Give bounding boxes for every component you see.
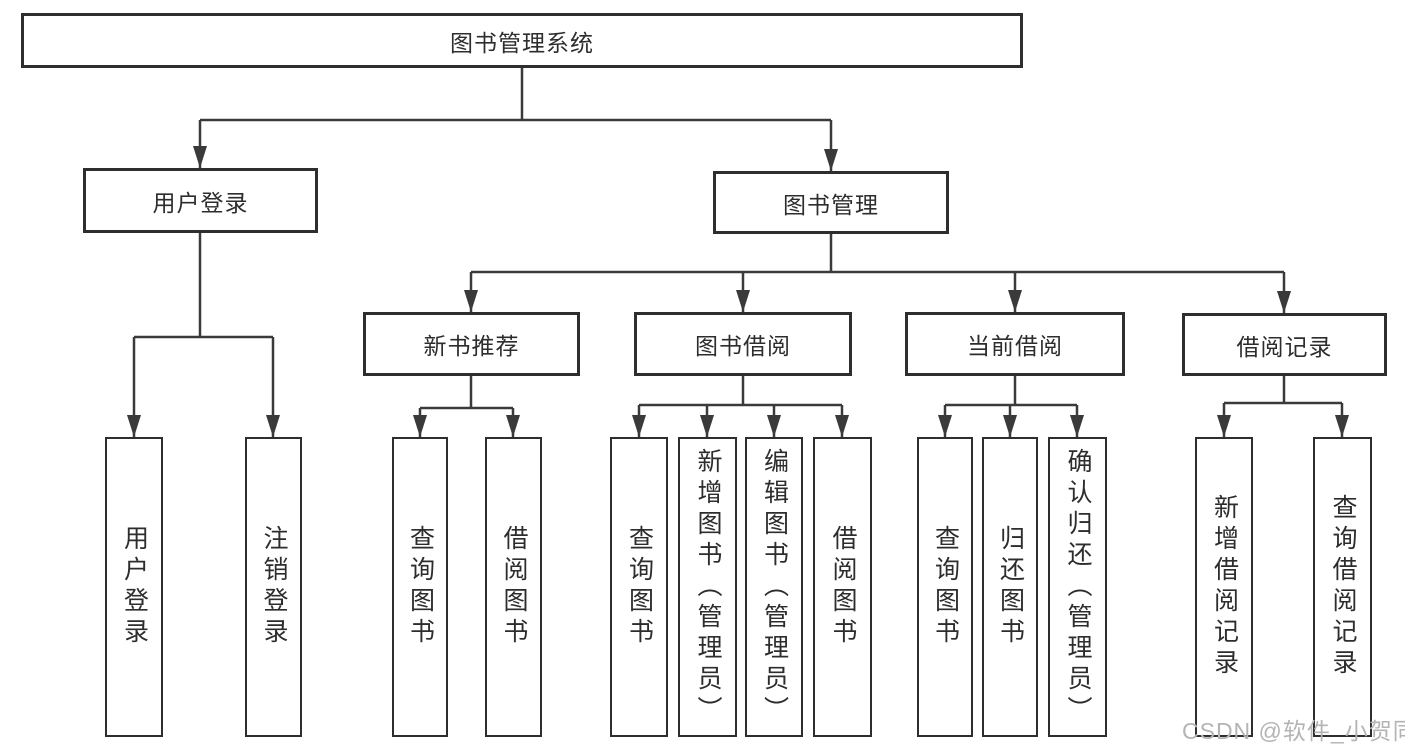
node-leaf-bb-borrow-books-label: 借阅图书 [829, 525, 857, 649]
node-new-book-rec-label: 新书推荐 [423, 333, 520, 359]
node-leaf-cb-query-books: 查询图书 [917, 437, 973, 737]
node-root-label: 图书管理系统 [450, 29, 594, 56]
connector-root-children [198, 68, 833, 171]
node-leaf-cb-confirm-return-admin-label: 确认归还（管理员） [1064, 447, 1092, 727]
node-leaf-br-query-record-label: 查询借阅记录 [1329, 494, 1357, 680]
watermark: CSDN @软件_小贺同学 [1182, 718, 1405, 744]
arrow-down-icon [464, 290, 478, 312]
arrow-down-icon [835, 415, 849, 437]
node-leaf-bb-query-books: 查询图书 [610, 437, 668, 737]
arrow-down-icon [413, 415, 427, 437]
node-leaf-br-add-record: 新增借阅记录 [1195, 437, 1253, 737]
connector-book-mgmt-children [469, 234, 1286, 313]
node-leaf-user-login: 用户登录 [105, 437, 163, 737]
node-user-login: 用户登录 [83, 168, 318, 233]
node-borrow-records-label: 借阅记录 [1236, 333, 1333, 360]
connector-new-book-rec-children [418, 376, 515, 437]
node-book-borrow-label: 图书借阅 [695, 333, 791, 359]
arrow-down-icon [1003, 415, 1017, 437]
node-new-book-rec: 新书推荐 [363, 312, 580, 376]
node-leaf-bb-edit-books-admin-label: 编辑图书（管理员） [760, 447, 789, 727]
node-current-borrow: 当前借阅 [905, 312, 1125, 376]
node-book-mgmt-label: 图书管理 [783, 191, 879, 218]
connector-borrow-records-children [1222, 376, 1344, 437]
arrow-down-icon [700, 415, 714, 437]
arrow-down-icon [1217, 415, 1231, 437]
arrowheads [127, 146, 1349, 437]
node-borrow-records: 借阅记录 [1182, 313, 1387, 376]
arrow-down-icon [736, 290, 750, 312]
node-book-mgmt: 图书管理 [713, 171, 949, 234]
node-leaf-bb-borrow-books: 借阅图书 [813, 437, 872, 737]
node-leaf-cb-return-books-label: 归还图书 [996, 525, 1025, 649]
arrow-down-icon [193, 146, 207, 168]
node-root: 图书管理系统 [21, 13, 1023, 68]
node-leaf-nb-query-books-label: 查询图书 [406, 525, 435, 649]
arrow-down-icon [266, 415, 280, 437]
arrow-down-icon [938, 415, 952, 437]
arrow-down-icon [1335, 415, 1349, 437]
node-leaf-nb-query-books: 查询图书 [392, 437, 448, 737]
node-leaf-bb-add-books-admin-label: 新增图书（管理员） [694, 447, 722, 727]
node-leaf-cb-return-books: 归还图书 [982, 437, 1038, 737]
node-leaf-nb-borrow-books: 借阅图书 [485, 437, 542, 737]
node-leaf-bb-add-books-admin: 新增图书（管理员） [678, 437, 737, 737]
node-leaf-logout-label: 注销登录 [260, 525, 288, 649]
arrow-down-icon [824, 149, 838, 171]
arrow-down-icon [632, 415, 646, 437]
node-user-login-label: 用户登录 [152, 189, 249, 216]
node-leaf-cb-confirm-return-admin: 确认归还（管理员） [1048, 437, 1107, 737]
arrow-down-icon [1277, 291, 1291, 313]
connector-user-login-children [132, 233, 275, 437]
node-book-borrow: 图书借阅 [634, 312, 852, 376]
node-leaf-br-add-record-label: 新增借阅记录 [1210, 494, 1239, 680]
node-current-borrow-label: 当前借阅 [967, 333, 1063, 359]
arrow-down-icon [767, 415, 781, 437]
node-leaf-br-query-record: 查询借阅记录 [1313, 437, 1372, 737]
connector-book-borrow-children [637, 376, 844, 437]
node-leaf-logout: 注销登录 [245, 437, 302, 737]
node-leaf-user-login-label: 用户登录 [120, 525, 149, 649]
arrow-down-icon [127, 415, 141, 437]
node-leaf-cb-query-books-label: 查询图书 [931, 525, 960, 649]
node-leaf-nb-borrow-books-label: 借阅图书 [500, 525, 528, 649]
node-leaf-bb-edit-books-admin: 编辑图书（管理员） [745, 437, 803, 737]
node-leaf-bb-query-books-label: 查询图书 [625, 525, 654, 649]
arrow-down-icon [506, 415, 520, 437]
arrow-down-icon [1070, 415, 1084, 437]
arrow-down-icon [1008, 290, 1022, 312]
